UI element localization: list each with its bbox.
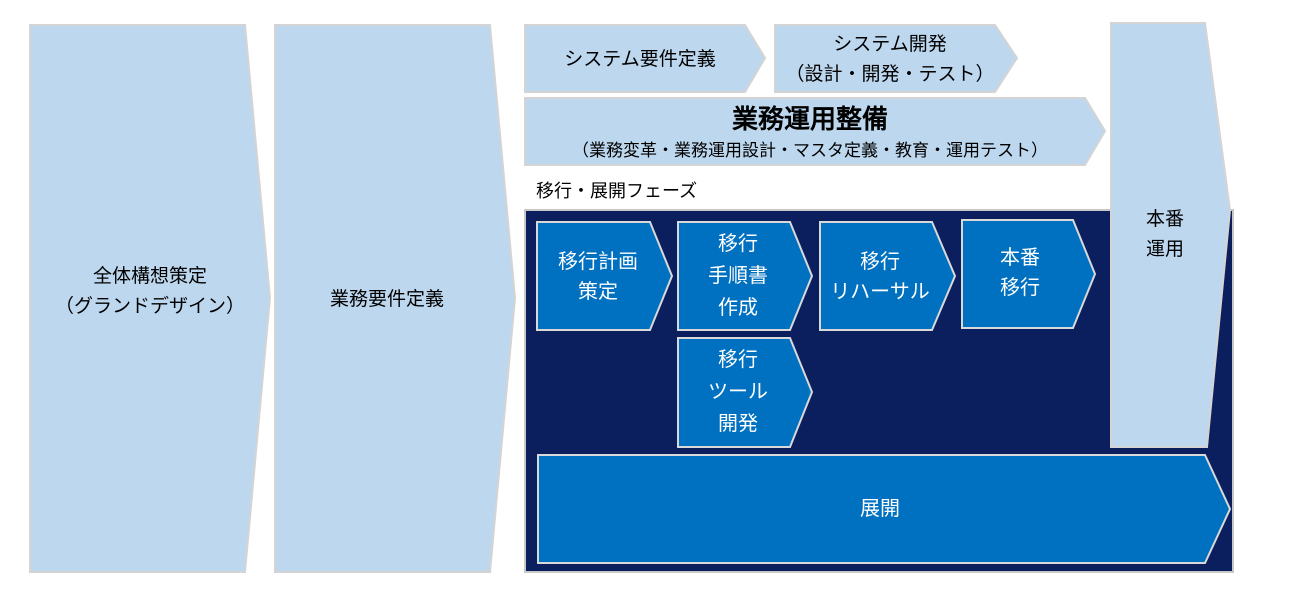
svg-text:展開: 展開 (860, 496, 900, 520)
step-migration-plan: 移行計画 策定 (536, 221, 674, 331)
svg-text:（業務変革・業務運用設計・マスタ定義・教育・運用テスト）: （業務変革・業務運用設計・マスタ定義・教育・運用テスト） (572, 141, 1048, 161)
svg-text:手順書: 手順書 (708, 263, 768, 287)
phase-grand-design: 全体構想策定 （グランドデザイン） (29, 24, 272, 573)
step-production-migration: 本番 移行 (961, 219, 1097, 329)
svg-text:業務要件定義: 業務要件定義 (330, 288, 444, 310)
svg-text:業務運用整備: 業務運用整備 (732, 104, 888, 135)
migration-phase-label: 移行・展開フェーズ (536, 181, 697, 202)
svg-text:移行: 移行 (718, 231, 758, 255)
svg-text:運用: 運用 (1146, 238, 1184, 260)
svg-text:移行: 移行 (718, 347, 758, 371)
svg-text:ツール: ツール (708, 379, 768, 403)
svg-text:全体構想策定: 全体構想策定 (93, 265, 207, 287)
phase-production-operation: 本番 運用 (1110, 22, 1232, 448)
svg-text:システム要件定義: システム要件定義 (564, 48, 715, 70)
svg-text:（グランドデザイン）: （グランドデザイン） (55, 295, 245, 317)
svg-text:移行計画: 移行計画 (558, 249, 638, 273)
svg-text:本番: 本番 (1146, 208, 1184, 230)
svg-text:リハーサル: リハーサル (830, 279, 930, 303)
svg-text:移行: 移行 (1000, 275, 1040, 299)
step-migration-procedure: 移行 手順書 作成 (677, 221, 814, 331)
svg-text:移行: 移行 (860, 249, 900, 273)
svg-text:本番: 本番 (1000, 245, 1040, 269)
phase-system-requirements: システム要件定義 (524, 24, 767, 93)
step-rollout: 展開 (537, 454, 1232, 564)
svg-text:策定: 策定 (578, 279, 618, 303)
svg-text:作成: 作成 (718, 295, 758, 319)
svg-text:開発: 開発 (718, 411, 758, 435)
phase-system-development: システム開発 （設計・開発・テスト） (774, 24, 1019, 93)
step-migration-rehearsal: 移行 リハーサル (819, 221, 957, 331)
step-migration-tool: 移行 ツール 開発 (677, 337, 814, 448)
svg-text:（設計・開発・テスト）: （設計・開発・テスト） (785, 63, 994, 85)
phase-business-requirements: 業務要件定義 (274, 24, 517, 573)
svg-text:システム開発: システム開発 (833, 33, 946, 55)
phase-business-operation: 業務運用整備 （業務変革・業務運用設計・マスタ定義・教育・運用テスト） (524, 97, 1107, 166)
